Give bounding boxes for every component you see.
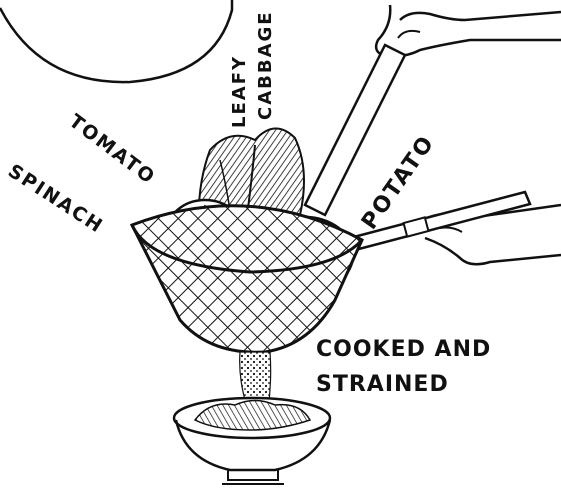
circle-outline: [0, 0, 232, 82]
label-strained: STRAINED: [316, 372, 449, 397]
label-cooked-and: COOKED AND: [316, 337, 491, 362]
label-leafy: LEAFY: [229, 55, 250, 128]
strainer-basket: [132, 206, 362, 353]
label-cabbage: CABBAGE: [255, 10, 276, 120]
upper-hand-icon: [376, 5, 561, 56]
bowl-base: [228, 470, 278, 480]
